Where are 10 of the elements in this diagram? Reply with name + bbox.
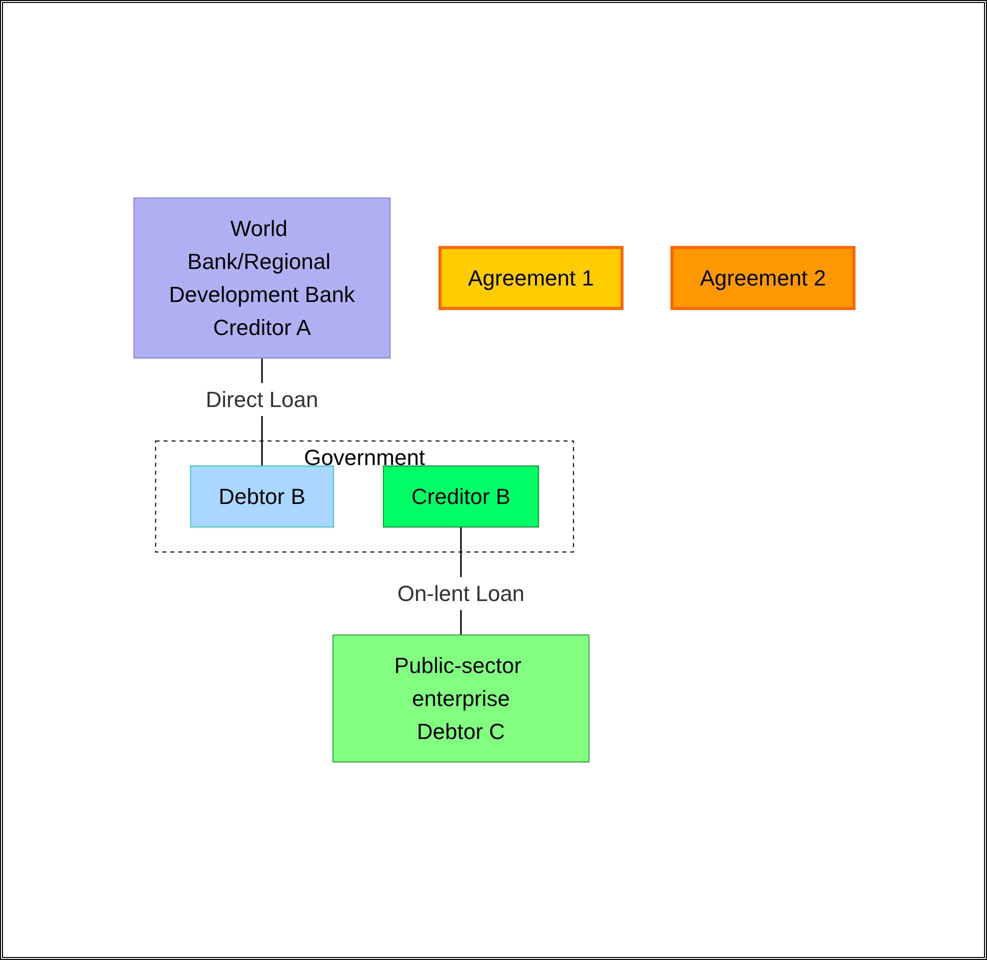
cluster — [154, 440, 574, 552]
node-box — [332, 634, 589, 762]
node-box — [133, 198, 390, 358]
node-box — [670, 246, 855, 310]
node-box — [190, 466, 334, 528]
node-box — [438, 246, 623, 310]
edge-label: On-lent Loan — [396, 581, 524, 606]
edge-label: Direct Loan — [205, 387, 318, 412]
diagram: Direct Loan Government On-lent Loan World Bank/Regional Development Bank Creditor A Agreement 1 Debtor B Creditor B Agreement 2 Public-sector enterprise Debtor C — [126, 190, 862, 770]
node-box — [382, 466, 538, 528]
